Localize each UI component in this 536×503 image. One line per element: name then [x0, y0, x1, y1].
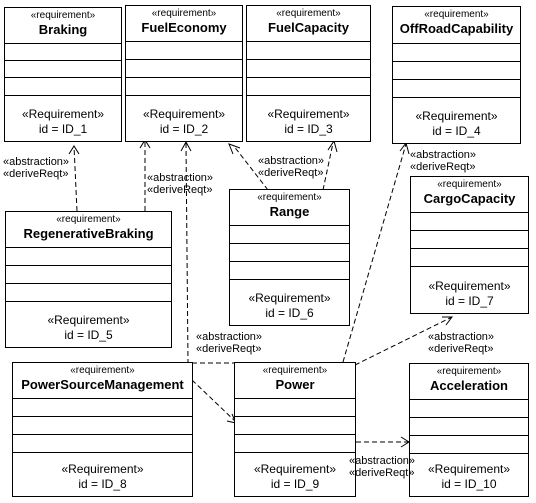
edge-power-offroad — [342, 143, 407, 363]
edge-label-power-fueleconomy: «abstraction»«deriveReqt» — [196, 331, 263, 355]
block-name: FuelCapacity — [268, 20, 349, 35]
stereotype-label: «requirement» — [262, 365, 328, 376]
arrowhead — [399, 141, 410, 155]
block-name: FuelEconomy — [141, 20, 227, 35]
stereotype-label: «requirement» — [151, 8, 217, 19]
attribute-type: «Requirement» — [61, 462, 144, 476]
attribute-type: «Requirement» — [253, 462, 337, 476]
edge-range-fuelcapacity — [322, 142, 334, 191]
requirement-block-acceleration[interactable]: «requirement»Acceleration «Requirement»i… — [409, 363, 529, 497]
requirement-block-braking[interactable]: «requirement»Braking «Requirement»id = I… — [4, 7, 122, 142]
attribute-id: id = ID_7 — [445, 294, 494, 308]
attribute-id: id = ID_4 — [432, 124, 481, 138]
attribute-type: «Requirement» — [248, 291, 331, 305]
requirement-block-fuelcapacity[interactable]: «requirement»FuelCapacity «Requirement»i… — [246, 5, 371, 142]
attribute-id: id = ID_3 — [284, 122, 333, 136]
block-name: Range — [269, 204, 310, 219]
edge-label-power-offroad: «abstraction»«deriveReqt» — [410, 149, 477, 173]
attribute-id: id = ID_2 — [159, 122, 209, 136]
edge-label-regen-braking: «abstraction»«deriveReqt» — [3, 156, 70, 180]
attribute-id: id = ID_6 — [265, 306, 314, 320]
stereotype-label: «requirement» — [257, 192, 322, 203]
requirement-block-fueleconomy[interactable]: «requirement»FuelEconomy «Requirement»id… — [125, 5, 243, 142]
edge-label-power-accel: «abstraction»«deriveReqt» — [349, 455, 416, 479]
stereotype-label: «requirement» — [70, 365, 135, 376]
attribute-id: id = ID_10 — [441, 477, 497, 491]
stereotype-label: «requirement» — [437, 179, 502, 190]
block-name: CargoCapacity — [423, 191, 516, 206]
requirement-block-range[interactable]: «requirement»Range «Requirement»id = ID_… — [229, 189, 350, 326]
stereotype-label: «requirement» — [276, 8, 341, 19]
edge-label-regen-fueleconomy: «abstraction»«deriveReqt» — [147, 172, 214, 196]
stereotype-label: «requirement» — [424, 9, 489, 20]
block-name: Power — [275, 377, 315, 392]
arrowhead — [228, 143, 241, 155]
block-name: PowerSourceManagement — [21, 377, 184, 392]
requirement-block-power[interactable]: «requirement»Power «Requirement»id = ID_… — [234, 362, 356, 497]
edge-power-cargo — [354, 316, 453, 366]
block-name: RegenerativeBraking — [23, 226, 154, 241]
arrowhead — [68, 145, 80, 155]
attribute-type: «Requirement» — [21, 107, 105, 121]
stereotype-label: «requirement» — [30, 10, 96, 21]
attribute-id: id = ID_5 — [64, 328, 113, 342]
attribute-type: «Requirement» — [415, 109, 498, 123]
attribute-type: «Requirement» — [142, 107, 226, 121]
edge-regen-braking — [73, 145, 78, 212]
attribute-type: «Requirement» — [47, 313, 130, 327]
attribute-type: «Requirement» — [427, 462, 511, 476]
arrowhead — [180, 140, 192, 152]
attribute-type: «Requirement» — [267, 107, 350, 121]
block-name: Acceleration — [429, 378, 509, 393]
attribute-id: id = ID_1 — [38, 122, 88, 136]
arrowhead — [442, 316, 453, 326]
edge-label-power-cargo: «abstraction»«deriveReqt» — [428, 331, 495, 355]
requirement-block-offroadcapability[interactable]: «requirement»OffRoadCapability «Requirem… — [392, 6, 521, 144]
attribute-id: id = ID_9 — [270, 477, 320, 491]
block-name: OffRoadCapability — [399, 21, 514, 36]
block-name: Braking — [38, 22, 88, 37]
attribute-type: «Requirement» — [428, 279, 511, 293]
stereotype-label: «requirement» — [56, 214, 121, 225]
attribute-id: id = ID_8 — [78, 477, 127, 491]
requirement-block-cargocapacity[interactable]: «requirement»CargoCapacity «Requirement»… — [410, 176, 529, 314]
edge-range-fueleconomy — [232, 144, 269, 191]
edge-psm-power — [191, 379, 237, 423]
requirement-block-regenerativebraking[interactable]: «requirement»RegenerativeBraking «Requir… — [5, 211, 172, 348]
stereotype-label: «requirement» — [436, 366, 502, 377]
edge-label-range: «abstraction»«deriveReqt» — [258, 155, 325, 179]
requirement-block-powersourcemanagement[interactable]: «requirement»PowerSourceManagement «Requ… — [12, 362, 193, 497]
